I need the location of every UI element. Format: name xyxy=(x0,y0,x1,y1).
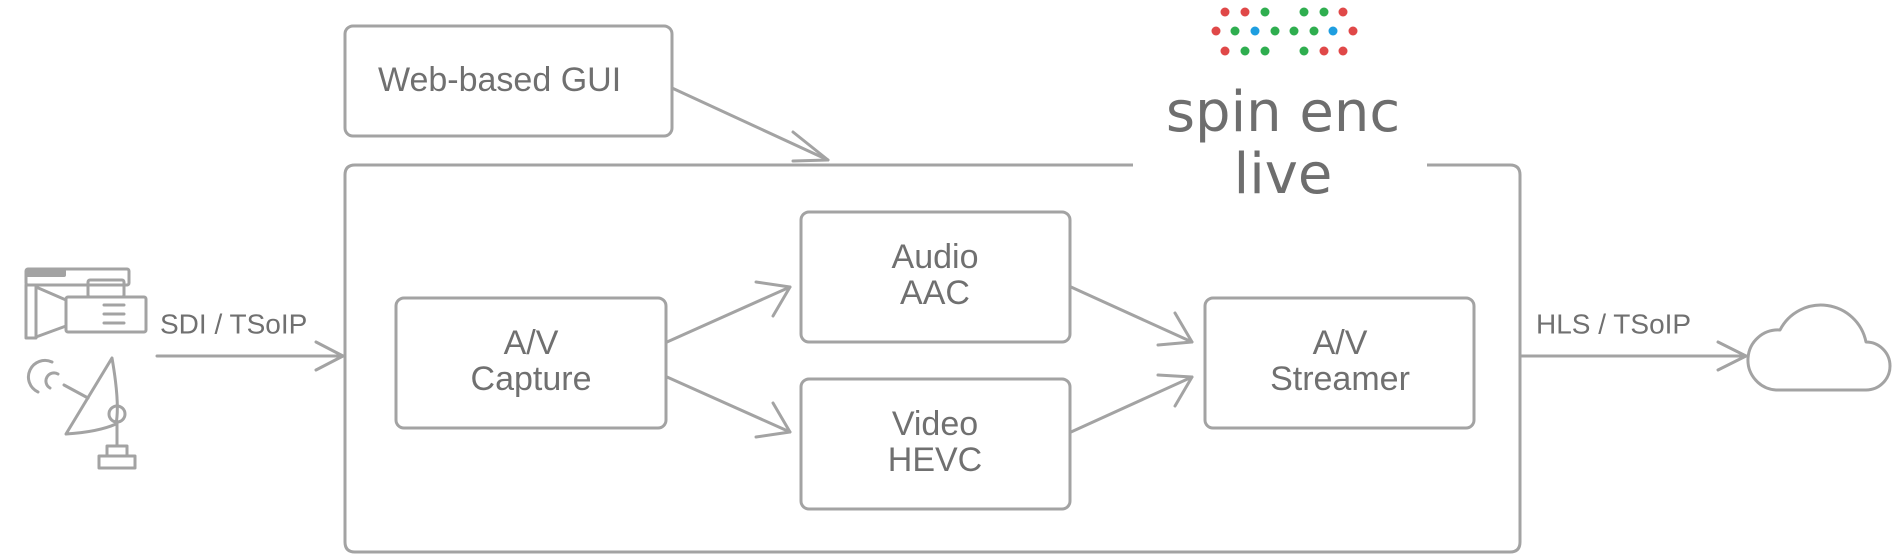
brand-dot xyxy=(1260,46,1270,56)
brand-logo-dots xyxy=(1211,7,1358,56)
brand-wordmark: spin enc live xyxy=(1166,80,1400,207)
brand-dot xyxy=(1240,7,1250,17)
brand-dot xyxy=(1299,46,1309,56)
brand-dot xyxy=(1309,26,1319,36)
output-arrow: HLS / TSoIP xyxy=(1519,308,1748,372)
video-camera-icon xyxy=(24,267,148,340)
av-capture-label-line1: A/V xyxy=(504,324,559,362)
brand-dot xyxy=(1338,46,1348,56)
satellite-dish-icon xyxy=(26,356,137,470)
av-streamer-box xyxy=(1203,296,1476,430)
output-protocol-label: HLS / TSoIP xyxy=(1536,308,1691,339)
audio-aac-label-line1: Audio xyxy=(892,238,979,276)
brand-dot xyxy=(1270,26,1280,36)
input-arrow: SDI / TSoIP xyxy=(155,308,345,372)
brand-dot xyxy=(1289,26,1299,36)
brand-dot xyxy=(1240,46,1250,56)
brand-dot xyxy=(1319,7,1329,17)
system-container xyxy=(343,163,1522,554)
input-protocol-label: SDI / TSoIP xyxy=(160,308,307,339)
av-streamer-label-line1: A/V xyxy=(1313,324,1368,362)
brand-dot xyxy=(1230,26,1240,36)
av-capture-label-line2: Capture xyxy=(471,360,592,398)
video-hevc-label-line2: HEVC xyxy=(888,441,982,479)
cloud-icon xyxy=(1746,303,1892,392)
brand-dot xyxy=(1338,7,1348,17)
brand-dot xyxy=(1299,7,1309,17)
brand-dot xyxy=(1211,26,1221,36)
audio-aac-box xyxy=(799,210,1072,344)
av-capture-node: A/V Capture xyxy=(394,296,668,430)
video-to-streamer-arrow xyxy=(1069,373,1194,434)
audio-aac-label-line2: AAC xyxy=(900,274,970,312)
audio-to-streamer-arrow xyxy=(1069,285,1194,347)
brand-name-line1: spin enc xyxy=(1166,80,1400,145)
capture-to-audio-arrow xyxy=(665,280,792,344)
brand-dot xyxy=(1328,26,1338,36)
av-streamer-node: A/V Streamer xyxy=(1203,296,1476,430)
av-streamer-label-line2: Streamer xyxy=(1270,360,1410,398)
capture-to-video-arrow xyxy=(665,375,792,439)
brand-dot xyxy=(1220,7,1230,17)
web-gui-node: Web-based GUI xyxy=(343,24,674,138)
brand-dot xyxy=(1220,46,1230,56)
brand-name-line2: live xyxy=(1234,142,1333,207)
audio-aac-node: Audio AAC xyxy=(799,210,1072,344)
video-hevc-label-line1: Video xyxy=(892,405,978,443)
av-capture-box xyxy=(394,296,668,430)
video-hevc-node: Video HEVC xyxy=(799,377,1072,511)
brand-dot xyxy=(1319,46,1329,56)
brand-dot xyxy=(1260,7,1270,17)
gui-to-system-arrow xyxy=(670,86,830,163)
web-gui-box xyxy=(343,24,674,138)
brand-dot xyxy=(1348,26,1358,36)
web-gui-label: Web-based GUI xyxy=(378,61,621,99)
video-hevc-box xyxy=(799,377,1072,511)
brand-dot xyxy=(1250,26,1260,36)
